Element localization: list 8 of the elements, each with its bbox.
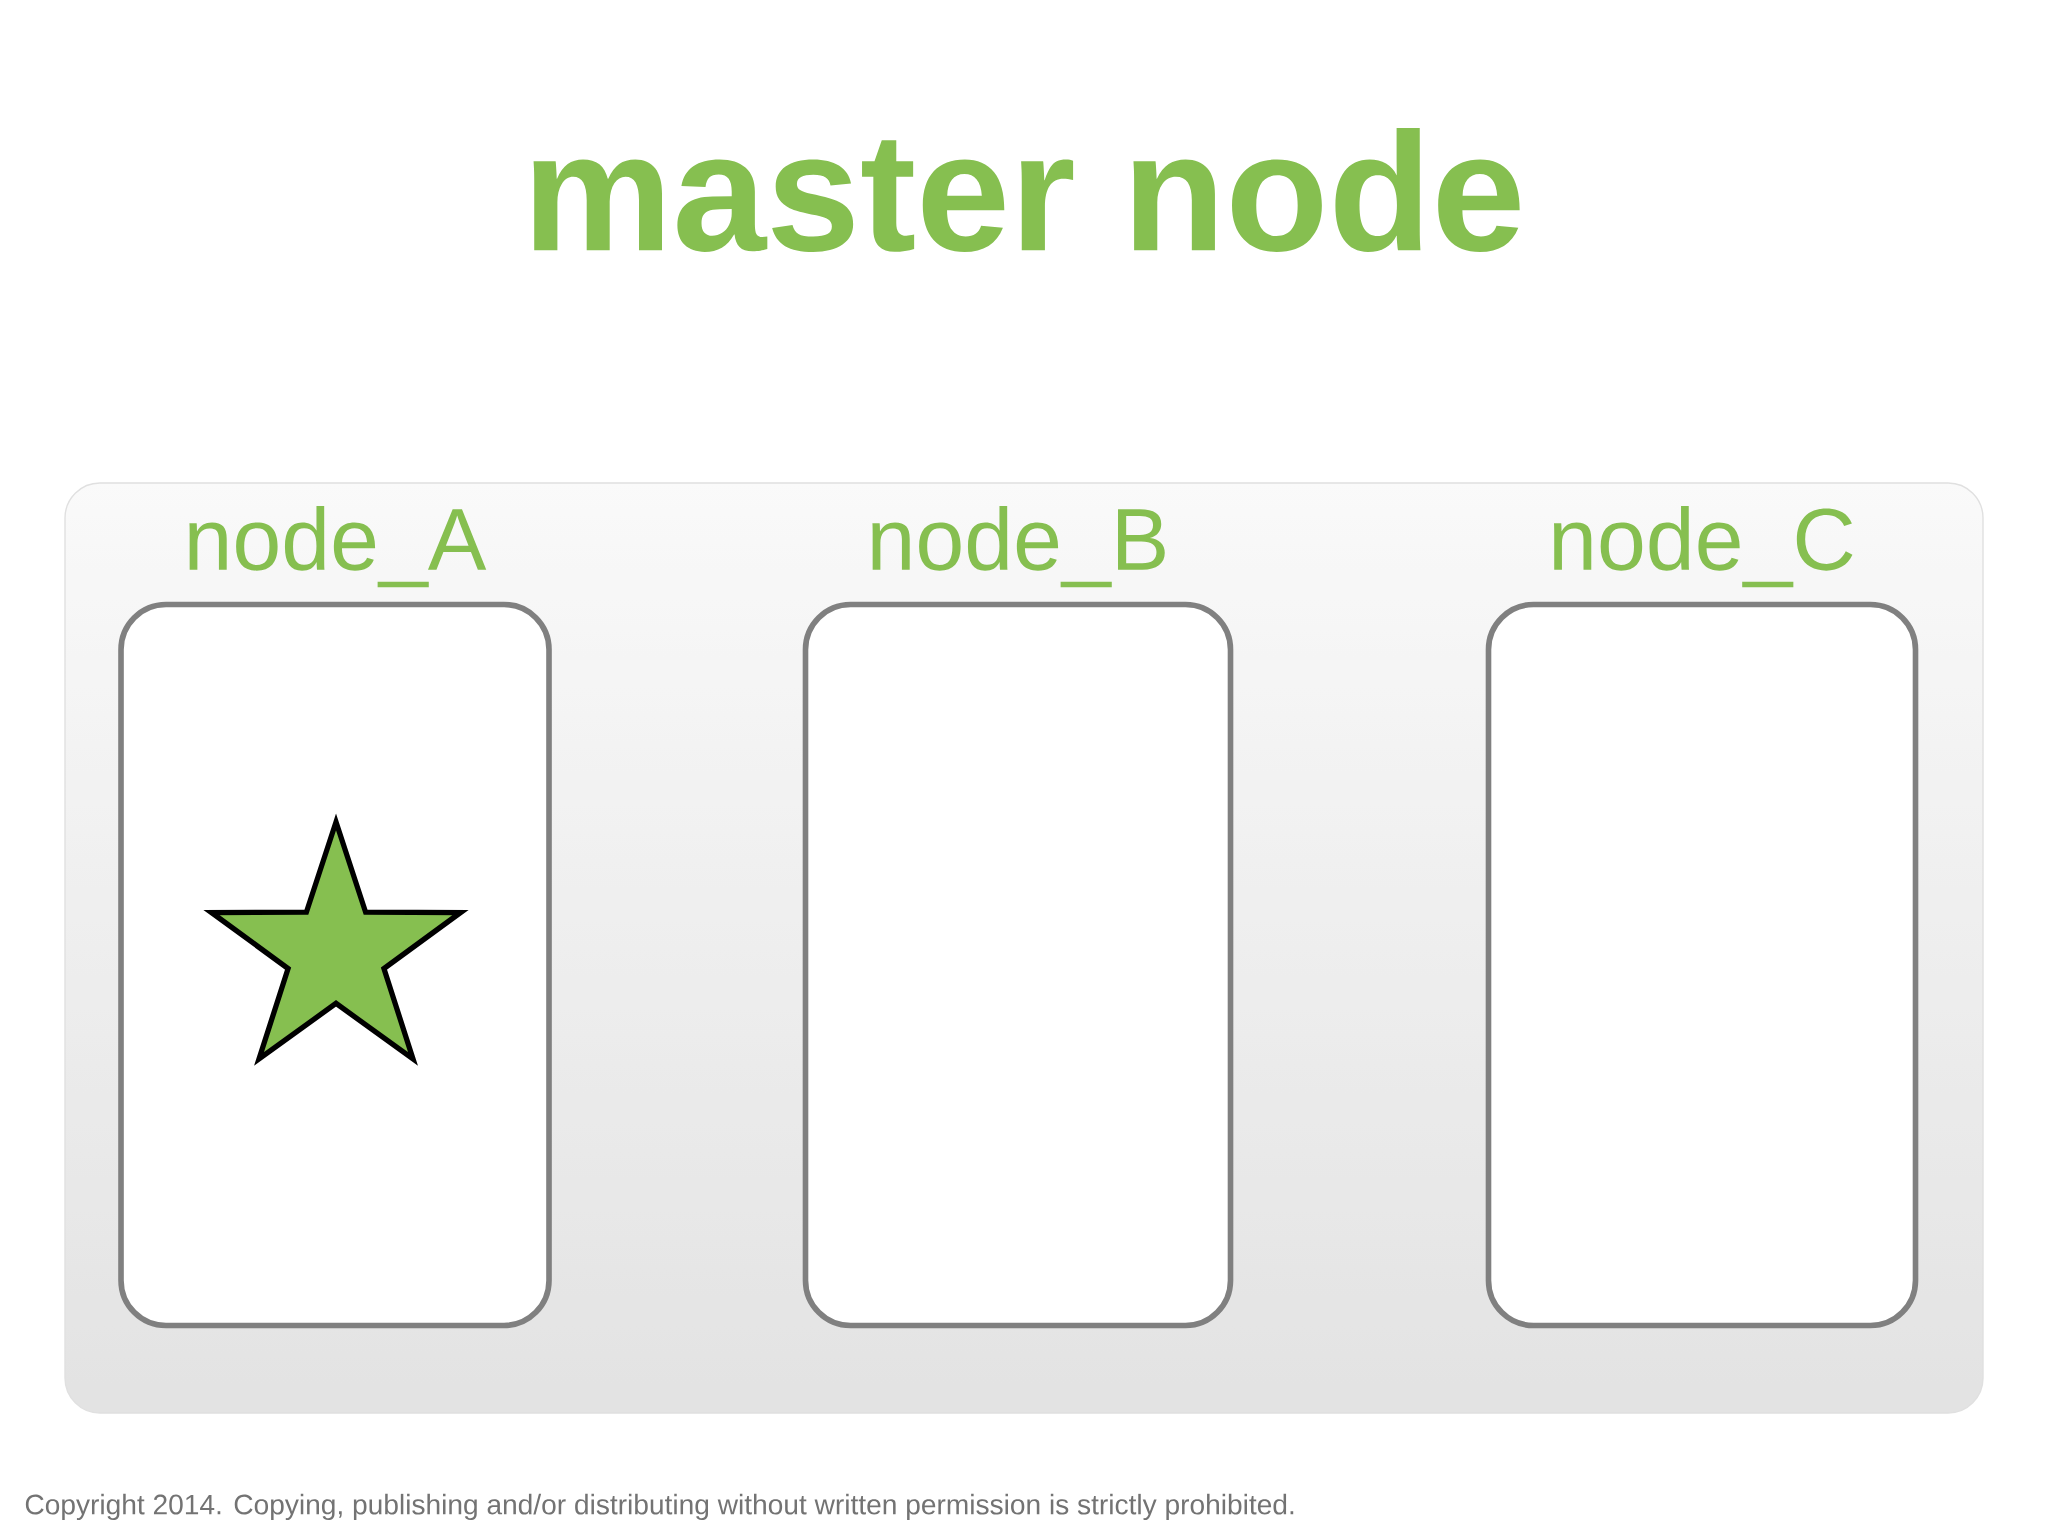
- node-label: node_A: [189, 506, 487, 588]
- node-box: node_B: [802, 506, 1234, 1329]
- node-label: node_B: [872, 506, 1165, 588]
- node-label: node_C: [1553, 506, 1853, 588]
- copyright-note: Copyright 2014. Copying, publishing and/or distributing without written permission is strictly prohibited.: [25, 1493, 1294, 1521]
- node-box: node_C: [1485, 506, 1919, 1329]
- node-box: node_A: [118, 506, 552, 1329]
- title: master node: [533, 128, 1520, 252]
